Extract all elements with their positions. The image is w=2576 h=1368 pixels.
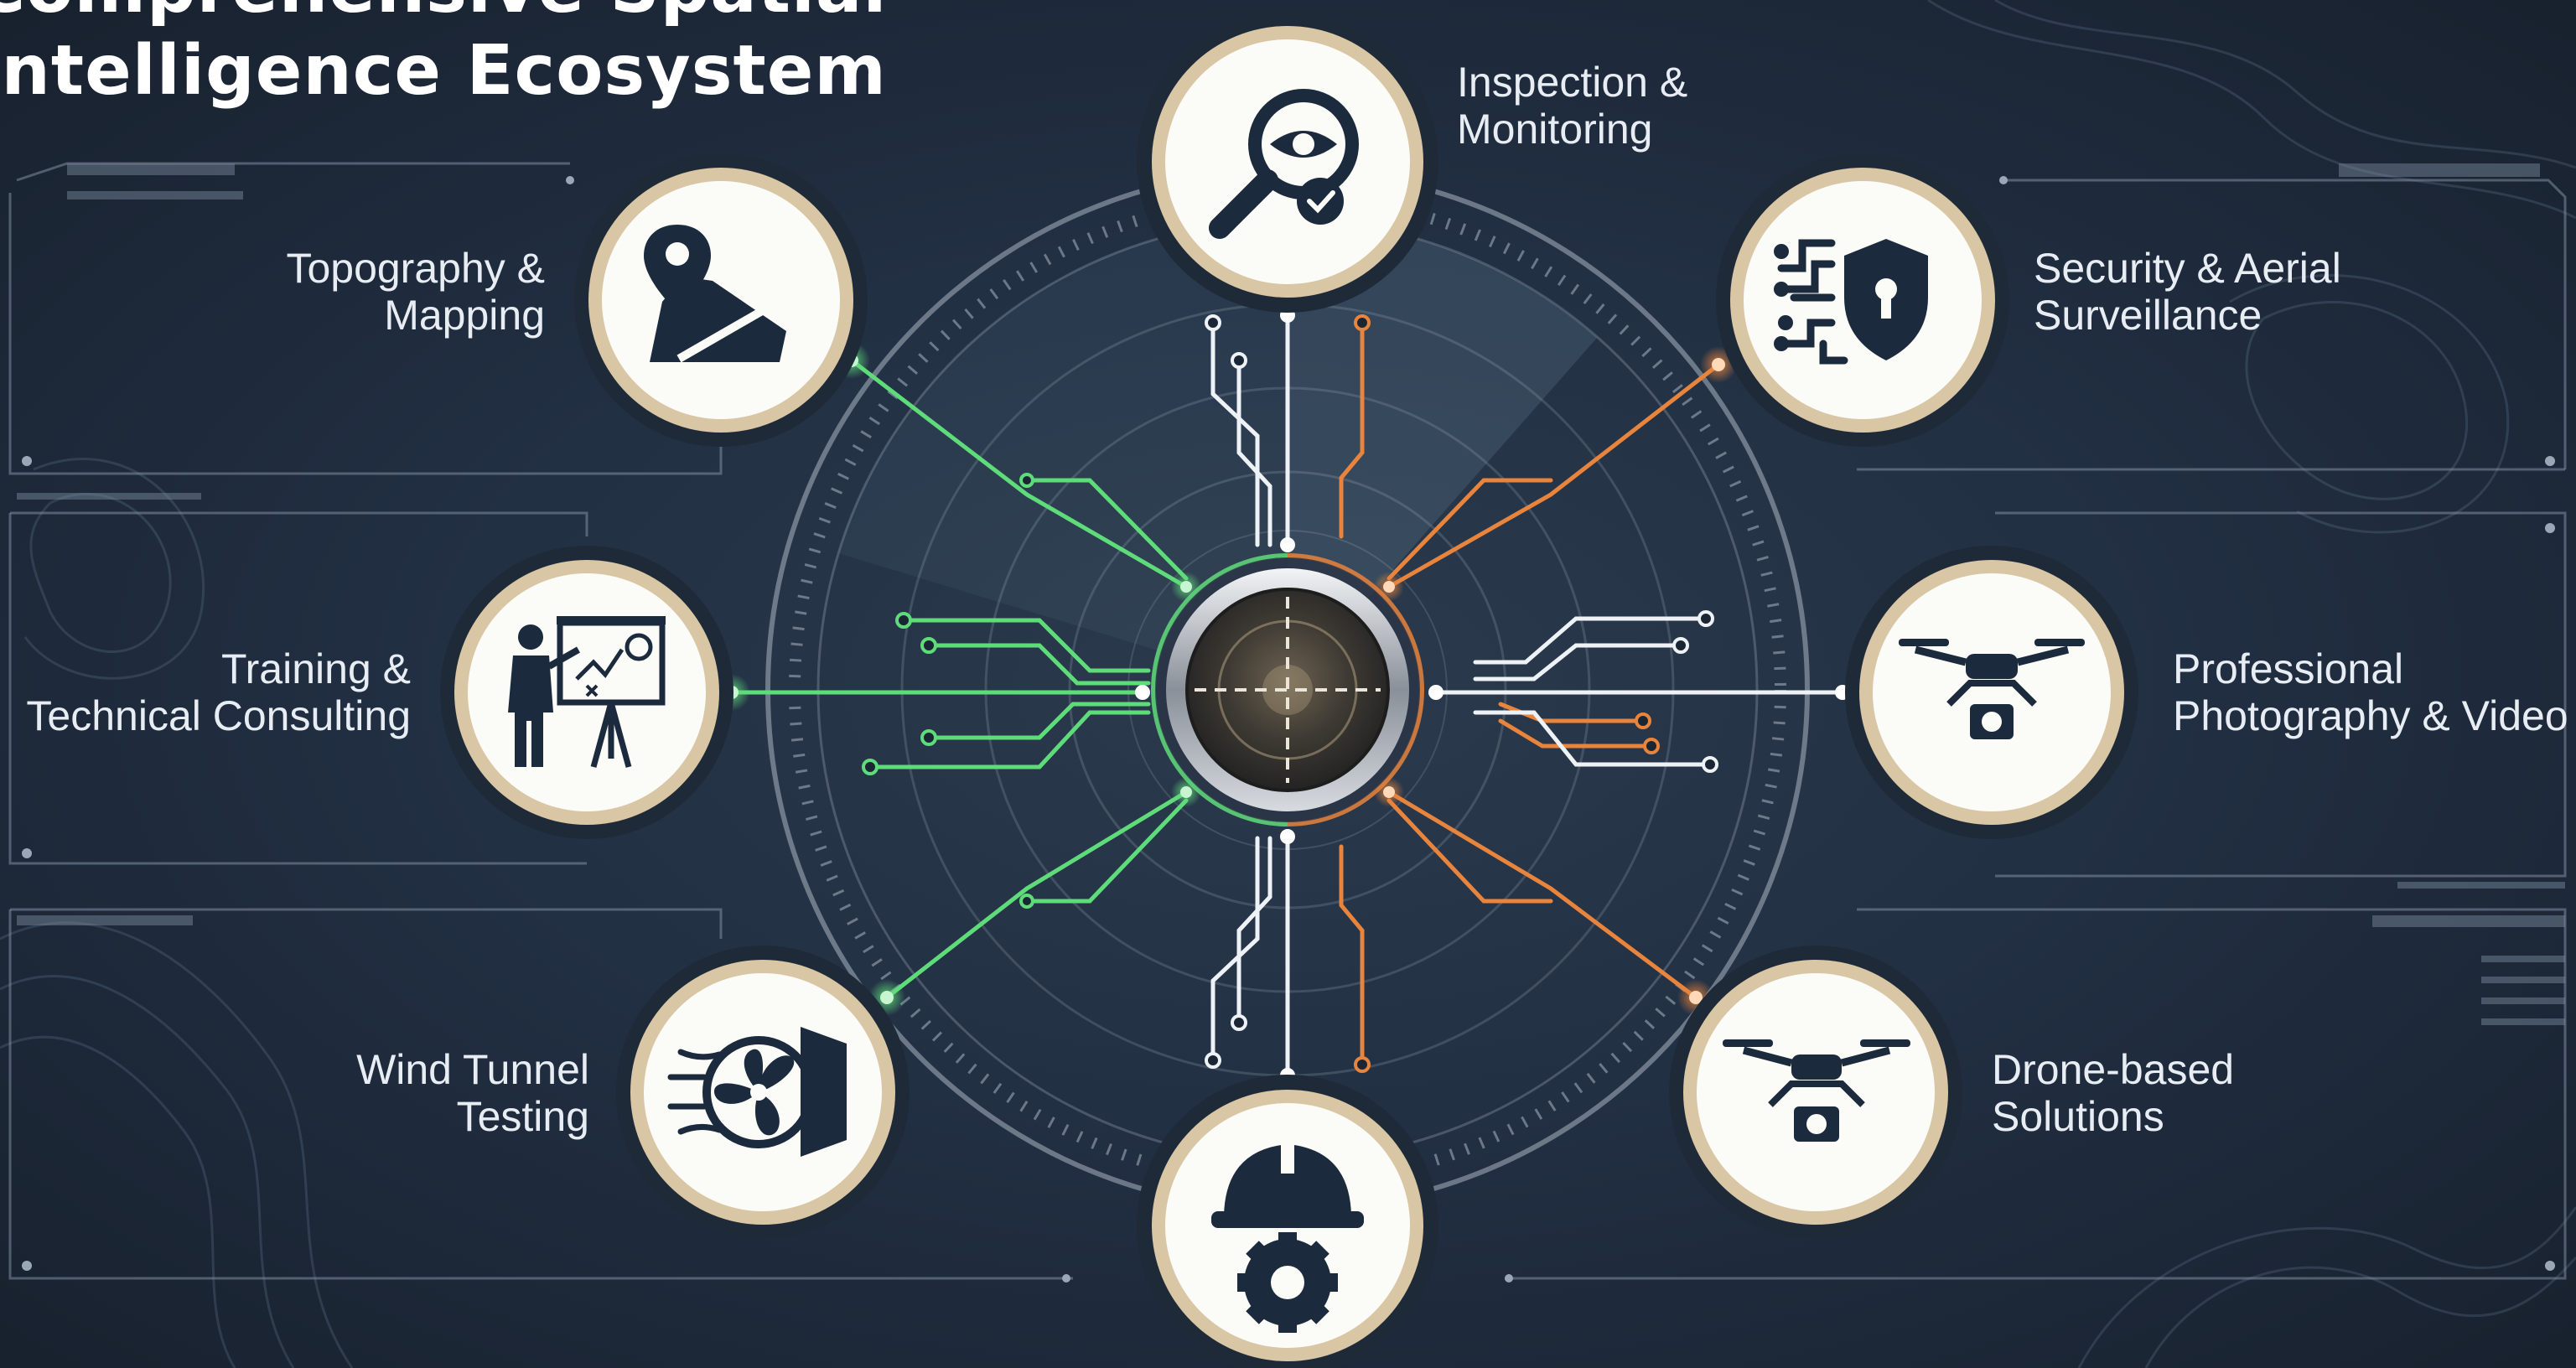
badge-drone (1669, 946, 1962, 1239)
label-training: Training & Technical Consulting (0, 645, 411, 739)
drone-icon (1723, 1039, 1910, 1142)
label-inspection-line-1: Inspection & (1457, 59, 1688, 106)
title-line-2: Intelligence Ecosystem (0, 31, 887, 111)
map-pin-icon (644, 225, 786, 363)
orange-inner-arc (1287, 553, 1424, 826)
hud-accent-bars (17, 163, 2565, 1025)
label-topography: Topography & Mapping (109, 245, 545, 339)
label-topography-line-1: Topography & (286, 245, 545, 292)
hud-frames (8, 162, 2567, 1280)
label-training-line-1: Training & (220, 645, 411, 692)
label-drone-line-2: Solutions (1992, 1093, 2164, 1140)
label-training-line-2: Technical Consulting (26, 692, 411, 739)
label-security-line-2: Surveillance (2034, 292, 2262, 339)
orange-circuit-traces (1339, 320, 1721, 1067)
radar-sweep-left (838, 220, 1288, 690)
crosshair (1195, 597, 1381, 783)
label-inspection: Inspection & Monitoring (1457, 59, 1893, 153)
white-trace-nodes (1205, 314, 1718, 1069)
radar-sweep (1288, 220, 1597, 690)
central-hub (1155, 557, 1420, 822)
label-security: Security & Aerial Surveillance (2034, 245, 2470, 339)
orange-trace-nodes (1354, 314, 1660, 1073)
fan-airflow-icon (667, 1027, 847, 1157)
hardhat-gear-icon (1211, 1140, 1364, 1333)
badge-inspection (1137, 11, 1438, 313)
green-inner-arc (1151, 553, 1288, 826)
camera-drone-icon (1899, 639, 2085, 739)
page-title: Comprehensive Spatial Intelligence Ecosy… (0, 0, 887, 112)
white-circuit-traces (1210, 313, 1845, 1078)
green-trace-nodes (862, 473, 1034, 909)
circuit-shield-icon (1774, 239, 1928, 365)
green-circuit-traces (729, 358, 1189, 1000)
label-photography-line-1: Professional (2173, 645, 2404, 692)
label-drone: Drone-based Solutions (1992, 1046, 2428, 1140)
magnifier-eye-icon (1209, 89, 1359, 239)
label-wind: Wind Tunnel Testing (153, 1046, 589, 1140)
badge-training (440, 546, 733, 839)
title-line-1: Comprehensive Spatial (0, 0, 887, 30)
label-photography: Professional Photography & Video (2173, 645, 2576, 739)
label-topography-line-2: Mapping (384, 292, 545, 339)
hud-dots (22, 176, 2555, 1282)
label-wind-line-1: Wind Tunnel (356, 1046, 589, 1093)
label-wind-line-2: Testing (456, 1093, 589, 1140)
label-drone-line-1: Drone-based (1992, 1046, 2235, 1093)
label-security-line-1: Security & Aerial (2034, 245, 2341, 292)
badge-photography (1845, 546, 2138, 839)
label-inspection-line-2: Monitoring (1457, 106, 1653, 153)
label-photography-line-2: Photography & Video (2173, 692, 2568, 739)
presenter-board-icon (508, 616, 666, 768)
